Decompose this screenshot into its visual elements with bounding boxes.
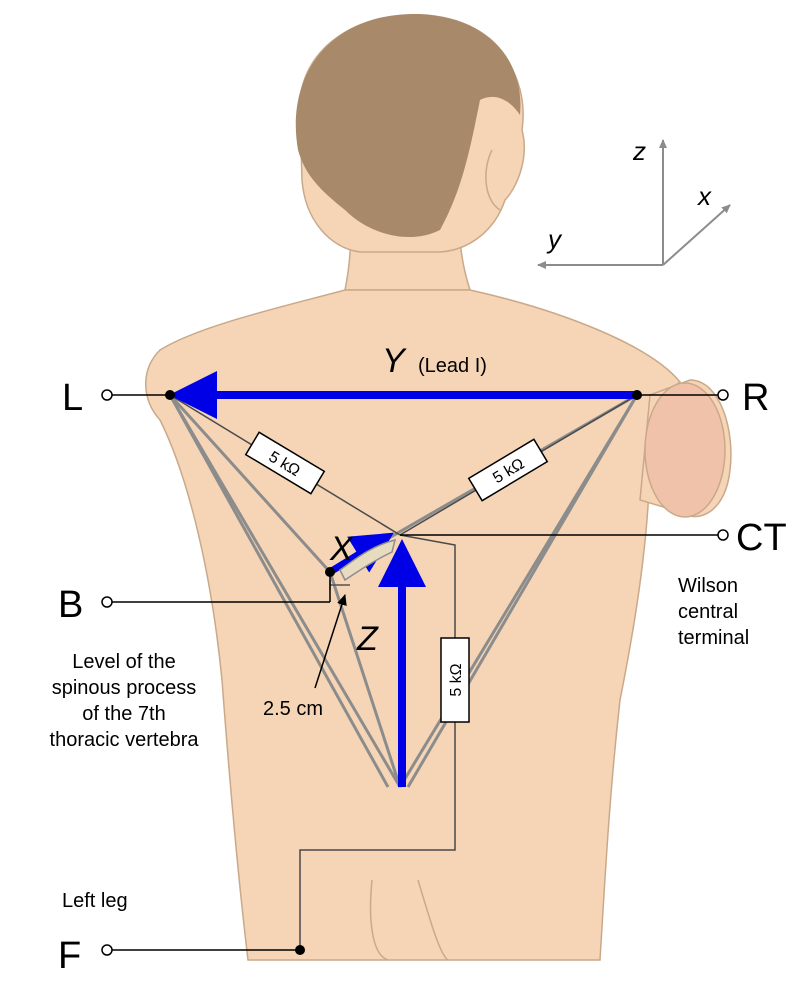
axis-x (663, 205, 730, 265)
axis-z-label: z (632, 136, 646, 166)
arm-cut-surface (645, 383, 725, 517)
svg-text:of the 7th: of the 7th (82, 703, 165, 725)
electrode-r-label: R (742, 377, 769, 419)
electrode-f-label: F (58, 935, 81, 977)
vector-x-label: X (329, 530, 354, 568)
coordinate-axes: z x y (538, 136, 730, 265)
svg-text:spinous process: spinous process (52, 677, 197, 699)
vector-z-label: Z (356, 620, 379, 658)
left-leg-label: Left leg (62, 890, 128, 912)
electrode-l-label: L (62, 377, 83, 419)
vector-y-label: Y (382, 342, 407, 380)
lead-i-note: (Lead I) (418, 355, 487, 377)
level-note: Level of the spinous process of the 7th … (50, 651, 200, 751)
resistor-lower-label: 5 kΩ (448, 663, 465, 696)
svg-text:Wilson: Wilson (678, 575, 738, 597)
axis-y-label: y (546, 224, 563, 254)
back (146, 290, 680, 960)
svg-text:terminal: terminal (678, 627, 749, 649)
svg-text:Level of the: Level of the (72, 651, 175, 673)
wilson-note: Wilson central terminal (678, 575, 749, 649)
central-terminal-label: CT (736, 517, 787, 559)
svg-text:central: central (678, 601, 738, 623)
electrode-b-label: B (58, 584, 83, 626)
axis-x-label: x (696, 181, 712, 211)
resistor-lower: 5 kΩ (441, 638, 469, 722)
svg-text:thoracic vertebra: thoracic vertebra (50, 729, 200, 751)
distance-label: 2.5 cm (263, 698, 323, 720)
